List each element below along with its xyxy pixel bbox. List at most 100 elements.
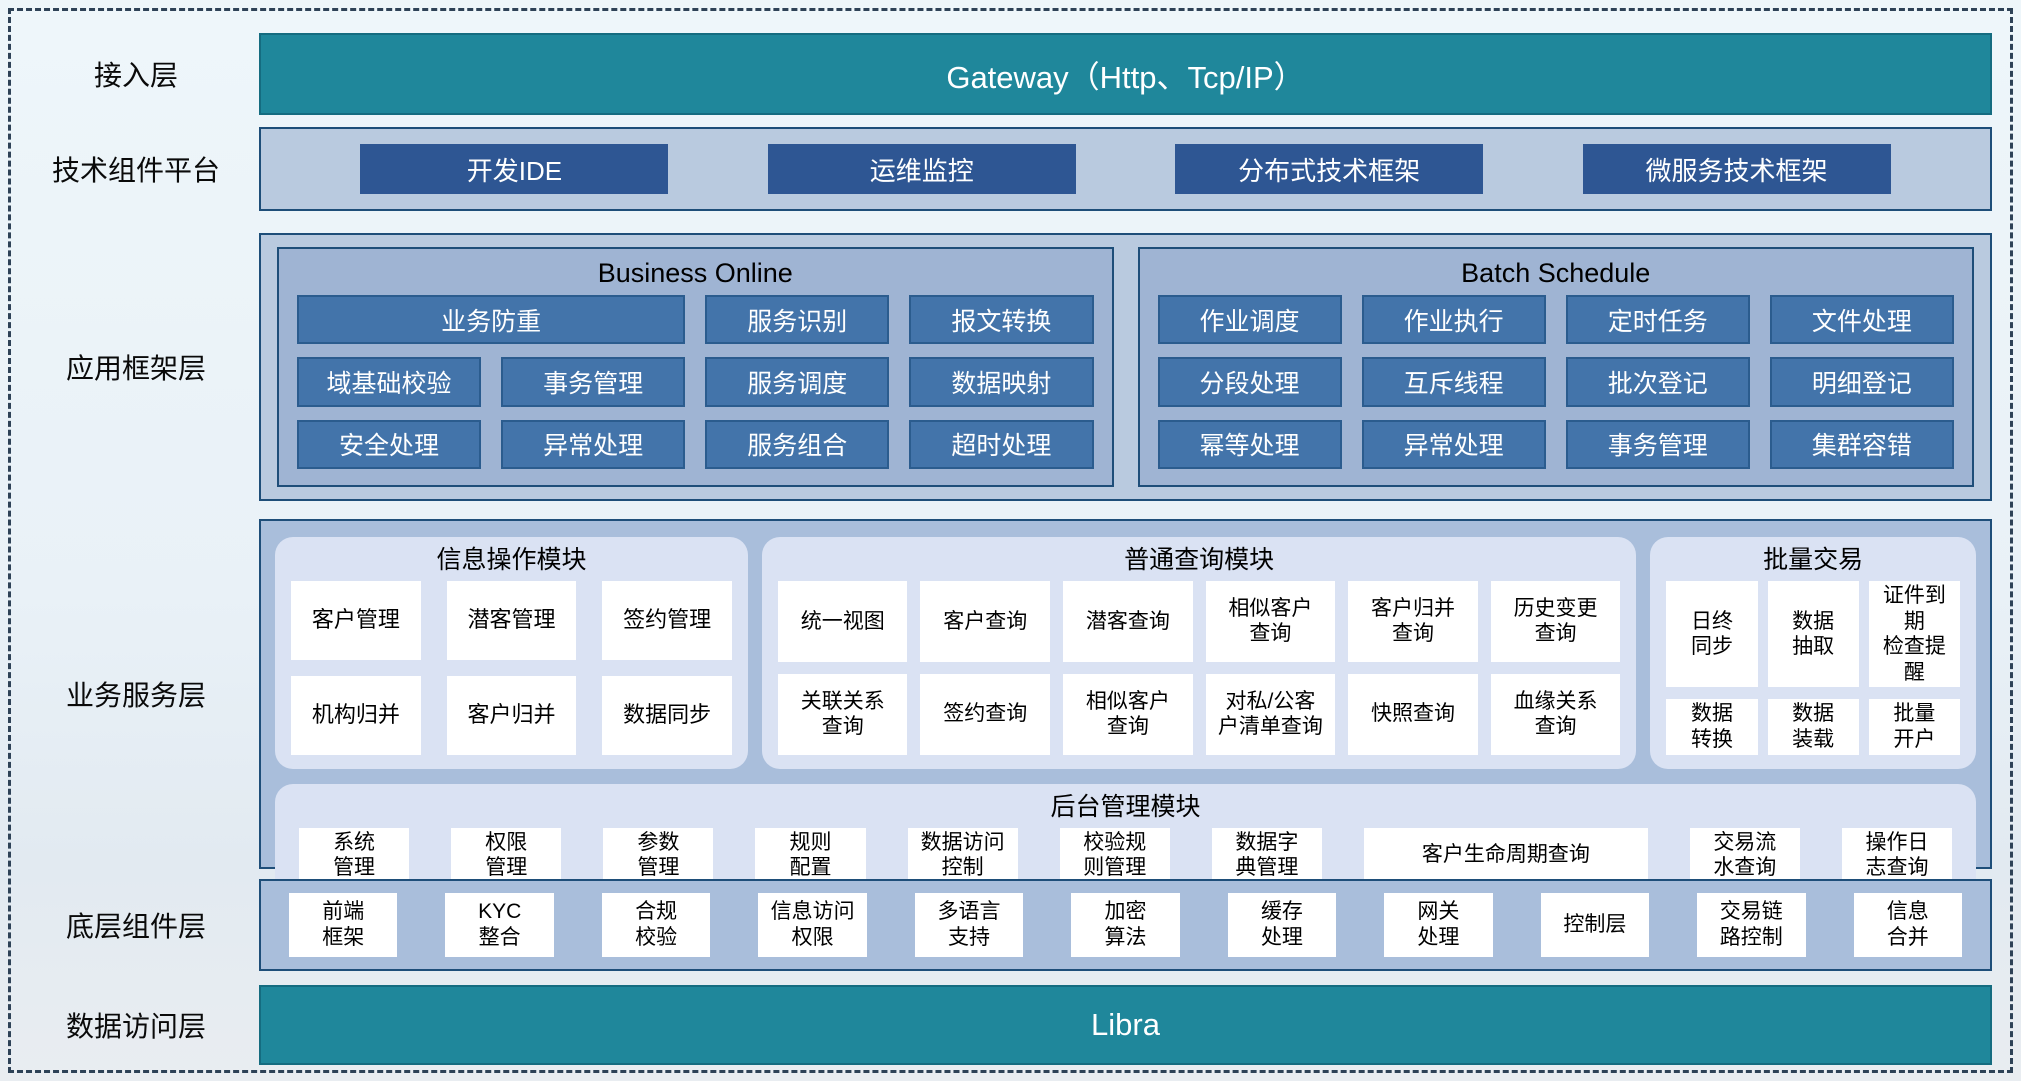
general-query-box: 对私/公客 户清单查询 — [1205, 673, 1336, 755]
layer-label-data-access: 数据访问层 — [65, 1011, 206, 1042]
info-operation-box: 数据同步 — [602, 675, 732, 755]
batch-trade-box: 批量 开户 — [1868, 699, 1960, 755]
batch-schedule-panel: Batch Schedule 作业调度作业执行定时任务文件处理分段处理互斥线程批… — [1137, 247, 1974, 487]
admin-box: 操作日 志查询 — [1841, 827, 1953, 883]
info-operation-module: 信息操作模块 客户管理潜客管理签约管理机构归并客户归并数据同步 — [275, 537, 748, 769]
business-online-chip: 业务防重 — [297, 295, 686, 345]
app-framework-panel: Business Online 业务防重服务识别报文转换域基础校验事务管理服务调… — [259, 233, 1992, 501]
business-online-chip: 超时处理 — [909, 419, 1094, 469]
admin-box: 数据访问 控制 — [907, 827, 1018, 883]
general-query-box: 签约查询 — [920, 673, 1051, 755]
business-online-chip: 服务识别 — [705, 295, 890, 345]
batch-trade-box: 日终 同步 — [1666, 581, 1758, 688]
batch-schedule-chip: 批次登记 — [1565, 357, 1750, 407]
business-online-chip: 安全处理 — [297, 419, 482, 469]
admin-box: 权限 管理 — [451, 827, 562, 883]
business-online-chip: 事务管理 — [501, 357, 686, 407]
bottom-component-box: 网关 处理 — [1384, 893, 1493, 957]
business-online-title: Business Online — [597, 258, 793, 288]
info-operation-box: 客户管理 — [291, 581, 421, 660]
general-query-box: 关联关系 查询 — [777, 673, 908, 755]
info-operation-grid: 客户管理潜客管理签约管理机构归并客户归并数据同步 — [291, 581, 732, 755]
batch-schedule-chip: 文件处理 — [1769, 295, 1954, 345]
general-query-module: 普通查询模块 统一视图客户查询潜客查询相似客户 查询客户归并 查询历史变更 查询… — [761, 537, 1637, 769]
tech-platform-button: 运维监控 — [767, 144, 1076, 194]
admin-items-row: 系统 管理权限 管理参数 管理规则 配置数据访问 控制校验规 则管理数据字 典管… — [291, 827, 1960, 883]
libra-bar: Libra — [259, 985, 1992, 1065]
bottom-component-box: 缓存 处理 — [1227, 893, 1337, 957]
tech-platform-panel: 开发IDE 运维监控 分布式技术框架 微服务技术框架 — [259, 127, 1992, 211]
batch-schedule-chip: 明细登记 — [1769, 357, 1954, 407]
info-operation-module-title: 信息操作模块 — [436, 546, 587, 574]
batch-schedule-chip: 集群容错 — [1769, 419, 1954, 469]
general-query-box: 潜客查询 — [1063, 581, 1193, 662]
admin-box: 系统 管理 — [299, 827, 410, 883]
admin-module: 后台管理模块 系统 管理权限 管理参数 管理规则 配置数据访问 控制校验规 则管… — [275, 783, 1976, 897]
admin-box: 参数 管理 — [603, 827, 714, 883]
admin-box: 规则 配置 — [755, 827, 866, 883]
bottom-component-box: 加密 算法 — [1071, 893, 1180, 957]
batch-schedule-chip: 异常处理 — [1361, 419, 1546, 469]
layer-label-business-service: 业务服务层 — [65, 680, 206, 711]
business-online-panel: Business Online 业务防重服务识别报文转换域基础校验事务管理服务调… — [277, 247, 1114, 487]
general-query-box: 客户查询 — [920, 581, 1051, 662]
bottom-component-box: KYC 整合 — [445, 893, 554, 957]
batch-schedule-title: Batch Schedule — [1461, 258, 1651, 288]
layer-label-tech-platform: 技术组件平台 — [51, 155, 220, 186]
admin-box: 交易流 水查询 — [1689, 827, 1800, 883]
general-query-box: 客户归并 查询 — [1348, 581, 1478, 662]
business-online-chip: 域基础校验 — [297, 357, 482, 407]
batch-schedule-chip: 互斥线程 — [1361, 357, 1546, 407]
batch-trade-box: 数据 装载 — [1767, 699, 1859, 755]
batch-trade-module: 批量交易 日终 同步数据 抽取证件到期 检查提醒数据 转换数据 装载批量 开户 — [1650, 537, 1976, 769]
general-query-box: 快照查询 — [1348, 673, 1478, 755]
business-online-chip: 数据映射 — [909, 357, 1094, 407]
admin-box: 客户生命周期查询 — [1363, 827, 1648, 883]
tech-platform-button: 微服务技术框架 — [1582, 144, 1891, 194]
batch-trade-box: 证件到期 检查提醒 — [1868, 581, 1960, 688]
info-operation-box: 签约管理 — [602, 581, 732, 660]
bottom-component-box: 交易链 路控制 — [1697, 893, 1806, 957]
batch-trade-module-title: 批量交易 — [1763, 546, 1864, 574]
batch-schedule-chip: 分段处理 — [1157, 357, 1342, 407]
batch-trade-box: 数据 转换 — [1666, 699, 1758, 755]
tech-platform-button: 分布式技术框架 — [1175, 144, 1484, 194]
business-online-chip: 报文转换 — [909, 295, 1094, 345]
business-online-chip: 服务调度 — [705, 357, 890, 407]
general-query-grid: 统一视图客户查询潜客查询相似客户 查询客户归并 查询历史变更 查询关联关系 查询… — [777, 581, 1621, 755]
batch-schedule-chip: 作业调度 — [1157, 295, 1342, 345]
business-online-grid: 业务防重服务识别报文转换域基础校验事务管理服务调度数据映射安全处理异常处理服务组… — [297, 295, 1094, 469]
batch-schedule-grid: 作业调度作业执行定时任务文件处理分段处理互斥线程批次登记明细登记幂等处理异常处理… — [1157, 295, 1954, 469]
diagram-content: 接入层 Gateway（Http、Tcp/IP） 技术组件平台 开发IDE 运维监… — [13, 13, 2008, 1068]
bottom-component-box: 合规 校验 — [601, 893, 711, 957]
business-online-chip: 服务组合 — [705, 419, 890, 469]
info-operation-box: 客户归并 — [446, 675, 577, 755]
general-query-box: 相似客户 查询 — [1063, 673, 1193, 755]
layer-label-access: 接入层 — [93, 60, 178, 91]
general-query-box: 相似客户 查询 — [1205, 581, 1336, 662]
general-query-box: 历史变更 查询 — [1490, 581, 1621, 662]
bottom-component-box: 控制层 — [1540, 893, 1650, 957]
access-layer-row: 接入层 Gateway（Http、Tcp/IP） — [13, 33, 2008, 115]
tech-platform-button: 开发IDE — [360, 144, 669, 194]
app-framework-row: 应用框架层 Business Online 业务防重服务识别报文转换域基础校验事… — [13, 233, 2008, 501]
tech-platform-row: 技术组件平台 开发IDE 运维监控 分布式技术框架 微服务技术框架 — [13, 127, 2008, 211]
general-query-module-title: 普通查询模块 — [1124, 546, 1275, 574]
batch-schedule-chip: 作业执行 — [1361, 295, 1546, 345]
business-online-chip: 异常处理 — [501, 419, 686, 469]
batch-schedule-chip: 幂等处理 — [1157, 419, 1342, 469]
general-query-box: 血缘关系 查询 — [1490, 673, 1621, 755]
data-access-row: 数据访问层 Libra — [13, 985, 2008, 1065]
business-service-row: 业务服务层 信息操作模块 客户管理潜客管理签约管理机构归并客户归并数据同步 普通… — [13, 519, 2008, 897]
batch-trade-grid: 日终 同步数据 抽取证件到期 检查提醒数据 转换数据 装载批量 开户 — [1666, 581, 1960, 755]
bottom-component-box: 信息 合并 — [1853, 893, 1962, 957]
gateway-bar: Gateway（Http、Tcp/IP） — [259, 33, 1992, 115]
admin-box: 数据字 典管理 — [1211, 827, 1322, 883]
info-operation-box: 潜客管理 — [446, 581, 577, 660]
batch-schedule-chip: 定时任务 — [1565, 295, 1750, 345]
bottom-component-box: 前端 框架 — [289, 893, 398, 957]
business-service-panel: 信息操作模块 客户管理潜客管理签约管理机构归并客户归并数据同步 普通查询模块 统… — [259, 519, 1992, 897]
